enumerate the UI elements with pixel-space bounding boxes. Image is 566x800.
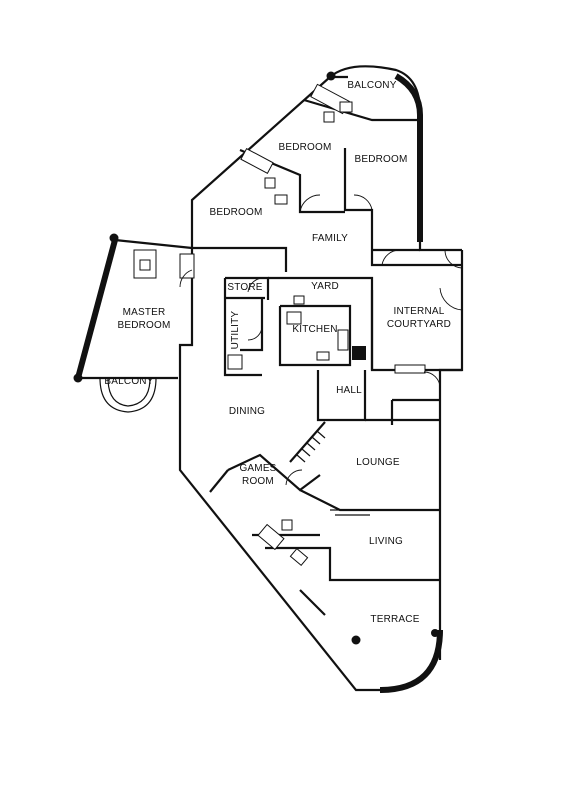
washer <box>227 354 243 370</box>
interior-walls <box>192 98 462 616</box>
stairs <box>296 430 370 516</box>
label-balcony-left: BALCONY <box>104 376 153 387</box>
label-living: LIVING <box>369 536 403 547</box>
appliance <box>293 295 305 305</box>
label-bedroom-1: BEDROOM <box>278 142 331 153</box>
label-games: GAMES <box>239 463 276 474</box>
basin <box>316 351 330 361</box>
basin <box>289 547 309 567</box>
column-dot <box>73 373 83 383</box>
basin <box>274 194 288 205</box>
basin <box>323 111 335 123</box>
label-room: ROOM <box>242 476 274 487</box>
label-bedroom-3: BEDROOM <box>209 207 262 218</box>
toilet <box>264 177 276 189</box>
toilet <box>139 259 151 271</box>
column-block <box>352 346 366 360</box>
label-master-bedroom: BEDROOM <box>117 320 170 331</box>
column-dot <box>109 233 119 243</box>
label-courtyard: COURTYARD <box>387 319 451 330</box>
toilet <box>339 101 353 113</box>
bathtub <box>257 523 285 551</box>
label-lounge: LOUNGE <box>356 457 400 468</box>
column-dot <box>326 71 336 81</box>
bathtub <box>240 147 274 175</box>
label-store: STORE <box>227 282 262 293</box>
label-utility: UTILITY <box>230 311 241 350</box>
stove <box>337 329 349 351</box>
column-dot <box>351 635 361 645</box>
label-kitchen: KITCHEN <box>292 324 337 335</box>
doors <box>179 194 463 486</box>
label-family: FAMILY <box>312 233 348 244</box>
fixtures <box>133 83 426 567</box>
counter <box>394 364 426 374</box>
room-labels: BALCONY BEDROOM BEDROOM BEDROOM FAMILY S… <box>104 80 451 625</box>
column-dots <box>73 71 439 645</box>
label-dining: DINING <box>229 406 265 417</box>
label-yard: YARD <box>311 281 339 292</box>
bathtub <box>179 253 195 279</box>
balcony-arcs <box>99 65 422 413</box>
label-balcony-top: BALCONY <box>347 80 396 91</box>
toilet <box>281 519 293 531</box>
label-bedroom-2: BEDROOM <box>354 154 407 165</box>
label-master: MASTER <box>123 307 166 318</box>
sink <box>286 311 302 325</box>
column-dot <box>431 629 439 637</box>
label-terrace: TERRACE <box>370 614 419 625</box>
label-internal: INTERNAL <box>393 306 444 317</box>
label-hall: HALL <box>336 385 362 396</box>
